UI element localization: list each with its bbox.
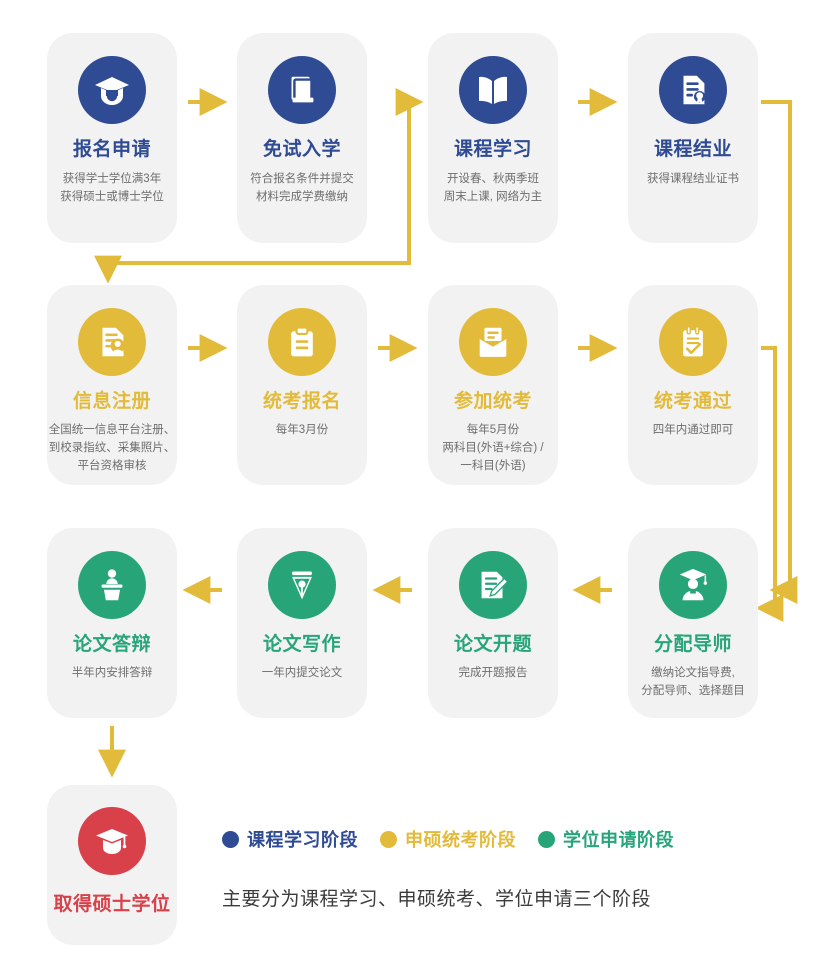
card-desc: 获得学士学位满3年 获得硕士或博士学位: [60, 172, 164, 203]
card-qudeshuoshixuewei[interactable]: 取得硕士学位: [47, 785, 177, 945]
card-xinxizhuce[interactable]: 信息注册 全国统一信息平台注册、 到校录指纹、采集照片、 平台资格审核: [47, 285, 177, 485]
card-lunwenkaiti[interactable]: 论文开题 完成开题报告: [428, 528, 558, 718]
card-desc: 四年内通过即可: [652, 423, 734, 436]
card-desc: 一年内提交论文: [261, 666, 343, 679]
legend-dot-blue: [222, 830, 239, 848]
legend-label: 课程学习阶段: [247, 830, 358, 850]
graduation-cap-icon: [78, 56, 146, 124]
card-title: 参加统考: [453, 391, 532, 412]
legend-item-degree: 学位申请阶段: [538, 826, 674, 852]
card-lunwendabian[interactable]: 论文答辩 半年内安排答辩: [47, 528, 177, 718]
card-title: 课程学习: [453, 139, 532, 160]
card-desc: 获得课程结业证书: [647, 172, 739, 185]
card-tongkaobaoming[interactable]: 统考报名 每年3月份: [237, 285, 367, 485]
mortarboard-icon: [78, 807, 146, 875]
card-title: 分配导师: [653, 634, 732, 655]
card-canjiatongkao[interactable]: 参加统考 每年5月份 两科目(外语+综合) / 一科目(外语): [428, 285, 558, 485]
id-register-icon: [78, 308, 146, 376]
card-title: 统考报名: [262, 391, 341, 412]
card-title: 免试入学: [262, 139, 341, 160]
legend-dot-green: [538, 830, 555, 848]
card-title: 报名申请: [72, 139, 151, 160]
document-pencil-icon: [459, 551, 527, 619]
card-title: 课程结业: [653, 139, 732, 160]
card-title: 论文答辩: [72, 634, 151, 655]
legend-label: 申硕统考阶段: [405, 830, 516, 850]
checklist-icon: [659, 308, 727, 376]
card-tongkaotongguo[interactable]: 统考通过 四年内通过即可: [628, 285, 758, 485]
card-desc: 全国统一信息平台注册、 到校录指纹、采集照片、 平台资格审核: [48, 423, 176, 472]
certificate-icon: [659, 56, 727, 124]
card-fenpeidaoshi[interactable]: 分配导师 缴纳论文指导费, 分配导师、选择题目: [628, 528, 758, 718]
fountain-pen-icon: [268, 551, 336, 619]
podium-speaker-icon: [78, 551, 146, 619]
card-desc: 开设春、秋两季班 周末上课, 网络为主: [443, 172, 543, 203]
legend-item-exam: 申硕统考阶段: [380, 826, 516, 852]
clipboard-icon: [268, 308, 336, 376]
card-desc: 符合报名条件并提交 材料完成学费缴纳: [250, 172, 354, 203]
legend-dot-yellow: [380, 830, 397, 848]
mentor-icon: [659, 551, 727, 619]
book-closed-icon: [268, 56, 336, 124]
card-kechengxuexi[interactable]: 课程学习 开设春、秋两季班 周末上课, 网络为主: [428, 33, 558, 243]
card-mianshiruxue[interactable]: 免试入学 符合报名条件并提交 材料完成学费缴纳: [237, 33, 367, 243]
card-title: 取得硕士学位: [53, 894, 171, 915]
card-title: 论文开题: [453, 634, 532, 655]
card-desc: 缴纳论文指导费, 分配导师、选择题目: [641, 666, 745, 697]
card-desc: 每年3月份: [275, 423, 329, 436]
card-lunwenxiezuo[interactable]: 论文写作 一年内提交论文: [237, 528, 367, 718]
exam-envelope-icon: [459, 308, 527, 376]
caption-text: 主要分为课程学习、申硕统考、学位申请三个阶段: [222, 889, 652, 910]
card-title: 统考通过: [653, 391, 732, 412]
card-title: 论文写作: [262, 634, 341, 655]
card-desc: 每年5月份 两科目(外语+综合) / 一科目(外语): [442, 423, 544, 472]
legend-item-course: 课程学习阶段: [222, 826, 358, 852]
card-desc: 半年内安排答辩: [71, 666, 153, 679]
card-kechengjieye[interactable]: 课程结业 获得课程结业证书: [628, 33, 758, 243]
book-open-icon: [459, 56, 527, 124]
legend-label: 学位申请阶段: [563, 830, 674, 850]
card-title: 信息注册: [72, 391, 151, 412]
legend: 课程学习阶段 申硕统考阶段 学位申请阶段: [222, 826, 674, 852]
card-desc: 完成开题报告: [458, 666, 528, 679]
card-baomingshenqing[interactable]: 报名申请 获得学士学位满3年 获得硕士或博士学位: [47, 33, 177, 243]
